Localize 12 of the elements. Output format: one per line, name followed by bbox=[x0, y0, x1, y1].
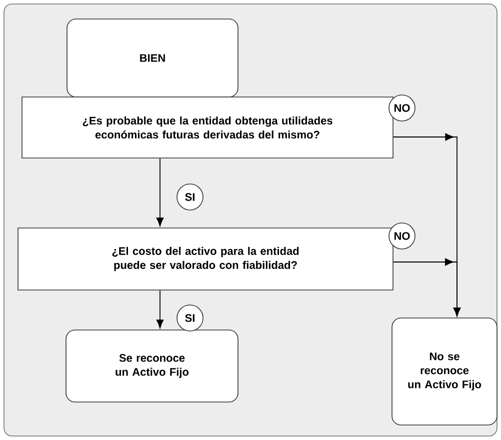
result-box: No se reconoce un Activo Fijo bbox=[392, 318, 498, 426]
edge-label: NO bbox=[388, 94, 416, 122]
decision-box: ¿El costo del activo para la entidad puede ser valorado con fiabilidad? bbox=[18, 228, 394, 290]
edge-label: SI bbox=[176, 184, 204, 210]
edge-label: NO bbox=[388, 222, 416, 250]
result-box: Se reconoce un Activo Fijo bbox=[66, 330, 238, 402]
start-box: BIEN bbox=[66, 18, 238, 98]
arrow bbox=[156, 290, 164, 328]
arrow bbox=[392, 258, 461, 316]
edge-label: SI bbox=[176, 304, 204, 332]
decision-box: ¿Es probable que la entidad obtenga utilidades económicas futuras derivadas del mismo? bbox=[22, 96, 394, 158]
arrow bbox=[156, 158, 164, 226]
